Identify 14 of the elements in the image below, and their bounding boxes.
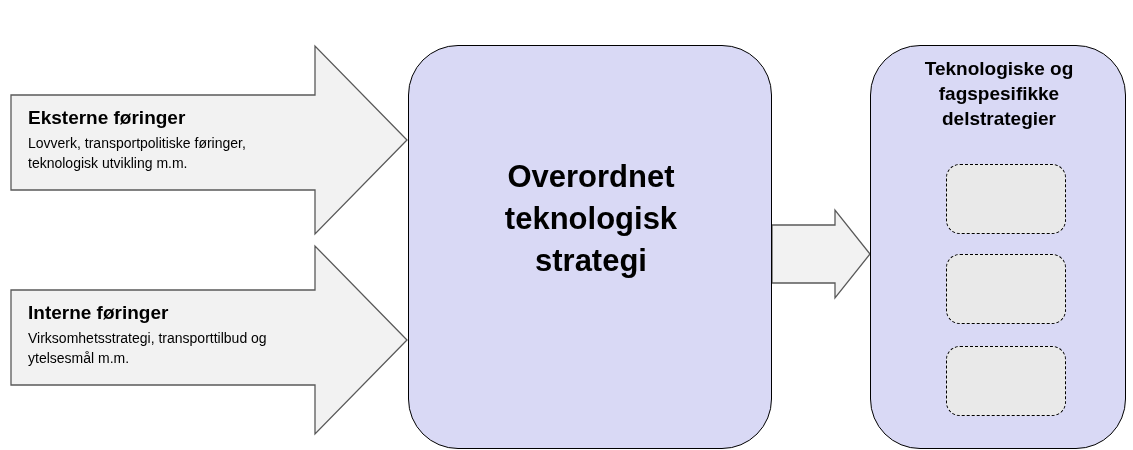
block-arrow-shape [10, 45, 408, 235]
arrow-heading: Eksterne føringer [28, 107, 187, 129]
strategy-box [408, 45, 772, 449]
block-arrow-shape [10, 245, 408, 435]
box-title: Overordnet teknologisk strategi [503, 158, 679, 280]
placeholder-box [946, 346, 1066, 416]
arrow-heading: Interne føringer [28, 302, 170, 324]
placeholder-box [946, 254, 1066, 324]
panel-heading: Teknologiske og fagspesifikke delstrategier [923, 57, 1075, 131]
block-arrow [771, 208, 871, 300]
substrategy-panel [870, 45, 1126, 449]
placeholder-box [946, 164, 1066, 234]
arrow-description: Lovverk, transportpolitiske føringer, teknologisk utvikling m.m. [28, 134, 247, 173]
arrow-description: Virksomhetsstrategi, transporttilbud og ytelsesmål m.m. [28, 329, 268, 368]
